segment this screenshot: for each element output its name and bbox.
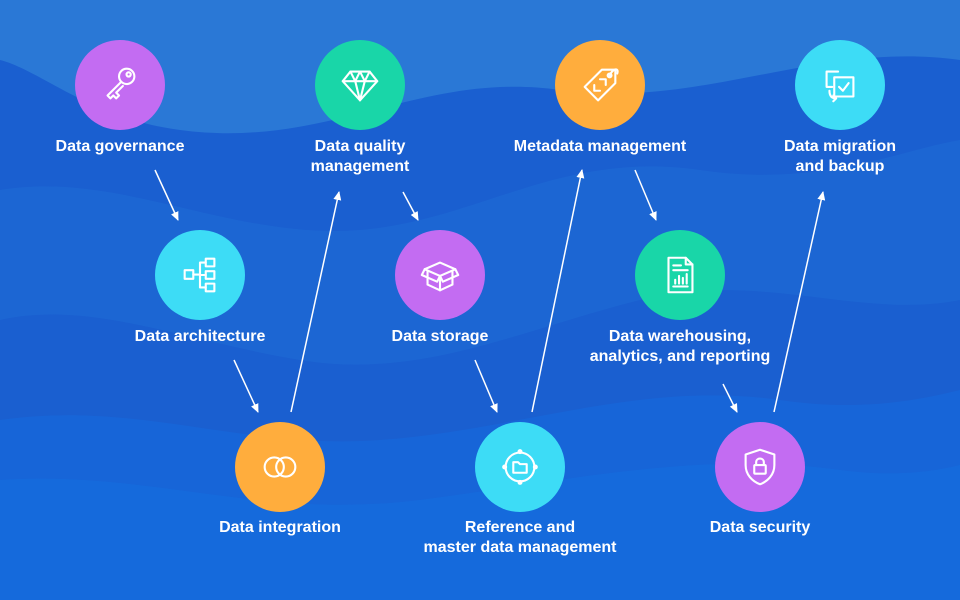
shield-lock-icon (744, 448, 776, 486)
node-data-integration (235, 422, 325, 512)
diamond-icon (341, 70, 379, 102)
node-data-architecture (155, 230, 245, 320)
node-reference-master-data-management (475, 422, 565, 512)
label-data-migration-backup: Data migration and backup (783, 138, 896, 175)
label-data-storage: Data storage (391, 328, 489, 345)
label-metadata-management: Metadata management (513, 138, 687, 155)
label-reference-master-data-management: Reference and master data management (423, 519, 617, 556)
node-data-governance (75, 40, 165, 130)
box-icon (420, 261, 460, 292)
overlapping-circles-icon (263, 456, 297, 478)
node-data-security (715, 422, 805, 512)
folder-network-icon (502, 449, 538, 485)
report-icon (667, 256, 694, 294)
node-data-quality-management (315, 40, 405, 130)
node-data-warehousing-analytics-reporting (635, 230, 725, 320)
key-icon (106, 67, 136, 100)
label-data-integration: Data integration (219, 519, 341, 536)
node-data-migration-backup (795, 40, 885, 130)
migration-icon (825, 70, 855, 103)
label-data-security: Data security (709, 519, 811, 536)
tag-icon (583, 68, 619, 102)
label-data-governance: Data governance (55, 138, 185, 155)
label-data-quality-management: Data quality management (310, 138, 410, 175)
node-data-storage (395, 230, 485, 320)
label-data-warehousing-analytics-reporting: Data warehousing, analytics, and reporti… (589, 328, 771, 365)
label-data-architecture: Data architecture (134, 328, 266, 345)
hierarchy-icon (183, 257, 216, 293)
node-metadata-management (555, 40, 645, 130)
